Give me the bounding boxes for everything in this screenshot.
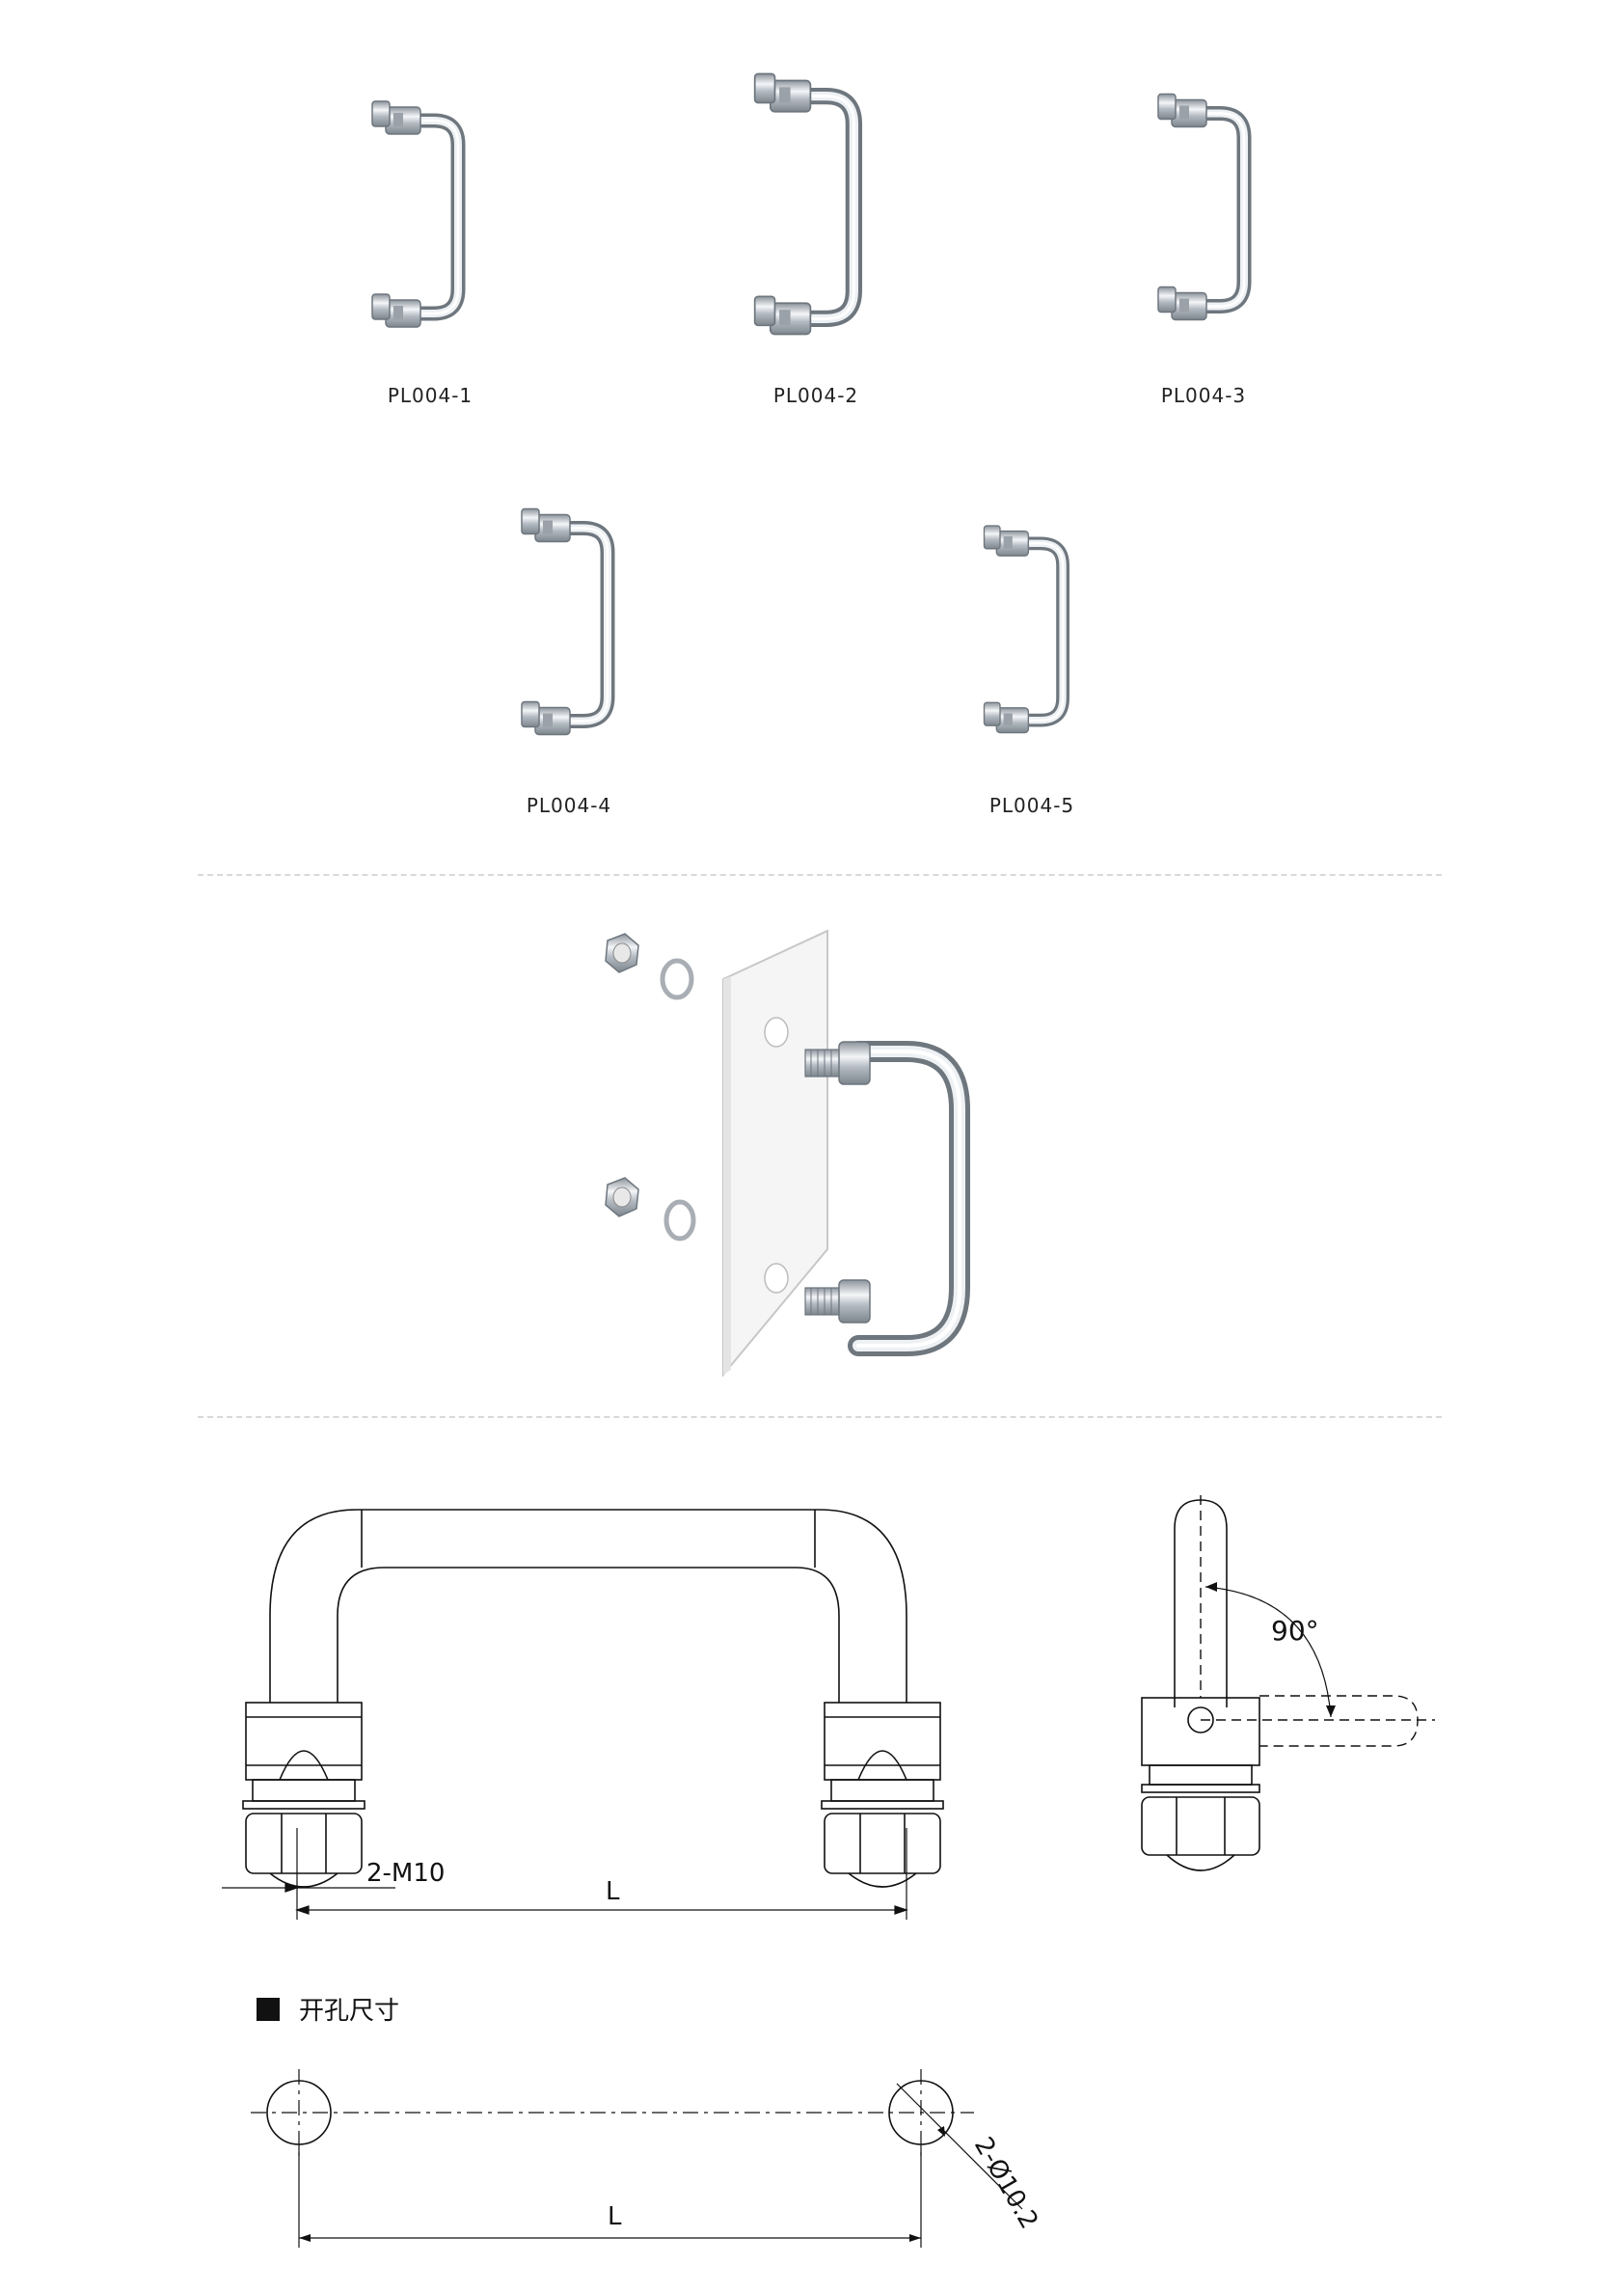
thread-dimension-label: 2-M10 xyxy=(366,1859,445,1888)
product-caption-pl004-3: PL004-3 xyxy=(1160,384,1247,407)
section-bullet-icon xyxy=(257,1997,280,2021)
cutout-section-title: 开孔尺寸 xyxy=(257,1991,399,2027)
product-caption-pl004-2: PL004-2 xyxy=(772,384,859,407)
cutout-title-label: 开孔尺寸 xyxy=(299,1997,400,2026)
length-dimension-label: L xyxy=(606,1877,620,1906)
product-caption-pl004-1: PL004-1 xyxy=(387,384,474,407)
nut-top xyxy=(605,933,639,973)
product-caption-pl004-5: PL004-5 xyxy=(988,794,1075,817)
product-image-pl004-5 xyxy=(979,497,1085,767)
product-image-pl004-1 xyxy=(357,92,492,342)
assembly-exploded-view xyxy=(605,929,970,1378)
washer-top xyxy=(660,958,694,1000)
product-image-pl004-2 xyxy=(747,63,882,352)
product-image-pl004-4 xyxy=(516,487,632,762)
angle-label: 90° xyxy=(1271,1615,1319,1647)
product-caption-pl004-4: PL004-4 xyxy=(526,794,612,817)
cutout-length-label: L xyxy=(608,2202,622,2231)
side-view-drawing: 90° xyxy=(1141,1495,1435,1871)
washer-bottom xyxy=(663,1199,696,1242)
section-divider xyxy=(198,874,1442,876)
section-divider xyxy=(198,1416,1442,1418)
nut-bottom xyxy=(605,1177,639,1217)
product-image-pl004-3 xyxy=(1152,82,1268,338)
cutout-drawing: L 2-Ø10.2 xyxy=(251,2069,1043,2248)
front-view-drawing: 2-M10 L xyxy=(222,1509,944,1920)
hole-diameter-label: 2-Ø10.2 xyxy=(968,2133,1043,2234)
